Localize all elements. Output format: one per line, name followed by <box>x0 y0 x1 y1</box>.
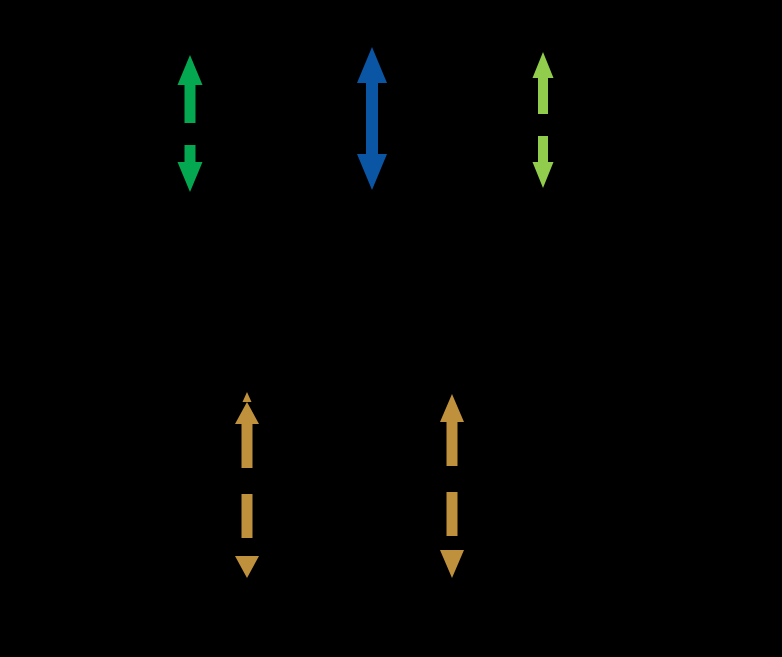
green-dashed-double-arrow-head-up <box>177 55 203 85</box>
light-green-dashed-double-arrow[interactable] <box>532 52 554 188</box>
gold-dashed-double-arrow-head-down <box>440 550 464 578</box>
gold-dashed-double-arrow-spiked[interactable] <box>235 392 259 578</box>
gold-dashed-double-arrow-spiked-head-down <box>235 556 259 578</box>
blue-solid-double-arrow-head-down <box>357 154 387 190</box>
blue-solid-double-arrow-head-up <box>357 47 387 83</box>
light-green-dashed-double-arrow-head-down <box>532 162 554 188</box>
light-green-dashed-double-arrow-head-up <box>532 52 554 78</box>
green-dashed-double-arrow-head-down <box>177 162 203 192</box>
green-dashed-double-arrow[interactable] <box>177 55 203 192</box>
blue-solid-double-arrow[interactable] <box>357 47 387 190</box>
gold-dashed-double-arrow-spiked-head-up <box>235 402 259 424</box>
gold-dashed-double-arrow[interactable] <box>440 394 464 578</box>
gold-dashed-double-arrow-head-up <box>440 394 464 422</box>
gold-dashed-double-arrow-spiked-top-spike <box>242 392 252 402</box>
